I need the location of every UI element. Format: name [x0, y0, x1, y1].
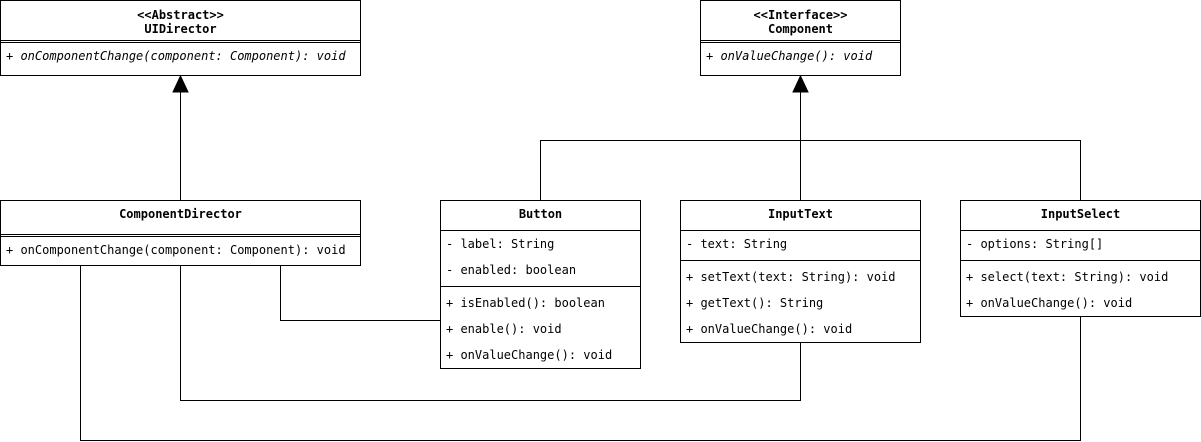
stereotype-label: <<Interface>>	[753, 8, 848, 22]
class-button[interactable]: Button - label: String - enabled: boolea…	[440, 200, 641, 369]
methods-section: + select(text: String): void + onValueCh…	[961, 261, 1200, 316]
class-header: Button	[441, 201, 640, 231]
class-header: ComponentDirector	[1, 201, 360, 237]
methods-section: + onValueChange(): void	[701, 43, 900, 69]
attribute-row: - options: String[]	[966, 237, 1104, 251]
method-row: + getText(): String	[686, 296, 824, 310]
class-ui-director[interactable]: <<Abstract>> UIDirector + onComponentCha…	[0, 0, 361, 76]
method-row: + onComponentChange(component: Component…	[6, 243, 346, 257]
class-component[interactable]: <<Interface>> Component + onValueChange(…	[700, 0, 901, 76]
class-input-select[interactable]: InputSelect - options: String[] + select…	[960, 200, 1201, 317]
class-input-text[interactable]: InputText - text: String + setText(text:…	[680, 200, 921, 343]
class-header: <<Interface>> Component	[701, 1, 900, 43]
association-director-button	[280, 266, 440, 321]
attribute-row: - text: String	[686, 237, 788, 251]
methods-section: + setText(text: String): void + getText(…	[681, 261, 920, 342]
class-name: UIDirector	[144, 22, 217, 36]
method-row: + setText(text: String): void	[686, 270, 896, 284]
method-row: + isEnabled(): boolean	[446, 296, 605, 310]
class-name: Component	[767, 22, 834, 36]
attribute-row: - enabled: boolean	[446, 263, 577, 277]
methods-section: + onComponentChange(component: Component…	[1, 237, 360, 263]
methods-section: + onComponentChange(component: Component…	[1, 43, 360, 69]
stereotype-label: <<Abstract>>	[137, 8, 224, 22]
method-row: + enable(): void	[446, 322, 562, 336]
class-header: <<Abstract>> UIDirector	[1, 1, 360, 43]
class-header: InputText	[681, 201, 920, 231]
realization-branch	[540, 140, 1081, 200]
methods-section: + isEnabled(): boolean + enable(): void …	[441, 287, 640, 368]
realization-arrowhead	[792, 74, 809, 93]
method-row: + onValueChange(): void	[966, 296, 1133, 310]
attributes-section: - label: String - enabled: boolean	[441, 231, 640, 287]
class-name: InputText	[767, 207, 834, 221]
class-component-director[interactable]: ComponentDirector + onComponentChange(co…	[0, 200, 361, 266]
method-row: + select(text: String): void	[966, 270, 1169, 284]
class-name: InputSelect	[1040, 207, 1121, 221]
attributes-section: - text: String	[681, 231, 920, 261]
method-row: + onComponentChange(component: Component…	[6, 49, 346, 63]
method-row: + onValueChange(): void	[686, 322, 853, 336]
method-row: + onValueChange(): void	[446, 348, 613, 362]
association-director-inputselect	[80, 266, 1081, 441]
class-header: InputSelect	[961, 201, 1200, 231]
class-name: ComponentDirector	[119, 207, 242, 221]
class-name: Button	[518, 207, 563, 221]
inheritance-arrowhead	[172, 74, 189, 93]
method-row: + onValueChange(): void	[706, 49, 873, 63]
attributes-section: - options: String[]	[961, 231, 1200, 261]
attribute-row: - label: String	[446, 237, 555, 251]
association-director-inputtext	[180, 266, 801, 401]
